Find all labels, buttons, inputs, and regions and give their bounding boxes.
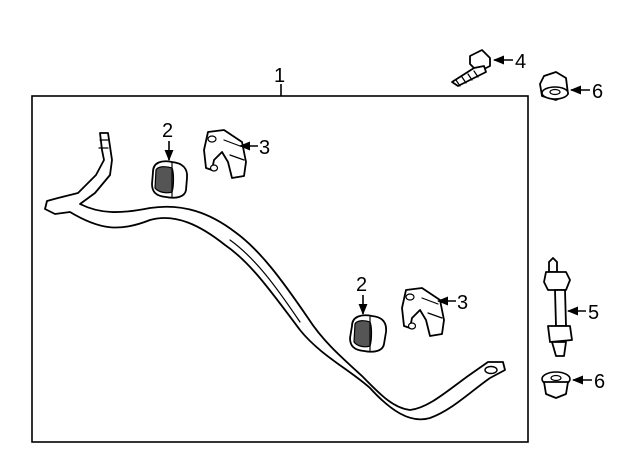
callout-6a: 6 [592, 81, 603, 103]
callout-6b: 6 [594, 371, 605, 393]
callout-3b: 3 [457, 292, 468, 314]
callout-2b: 2 [356, 274, 367, 296]
bracket-lower [401, 287, 445, 337]
nut-upper [539, 71, 569, 101]
assembly-frame [31, 95, 529, 443]
callout-4: 4 [515, 51, 526, 73]
nut-lower [541, 371, 571, 399]
callout-5: 5 [588, 302, 599, 324]
callout-1: 1 [274, 65, 285, 87]
callout-2a: 2 [162, 120, 173, 142]
bushing-upper [151, 160, 188, 199]
callout-3a: 3 [259, 137, 270, 159]
bolt [451, 49, 491, 87]
bushing-lower [349, 314, 387, 353]
bracket-upper [203, 129, 247, 179]
stabilizer-link [543, 257, 573, 357]
stabilizer-bar [44, 132, 506, 421]
